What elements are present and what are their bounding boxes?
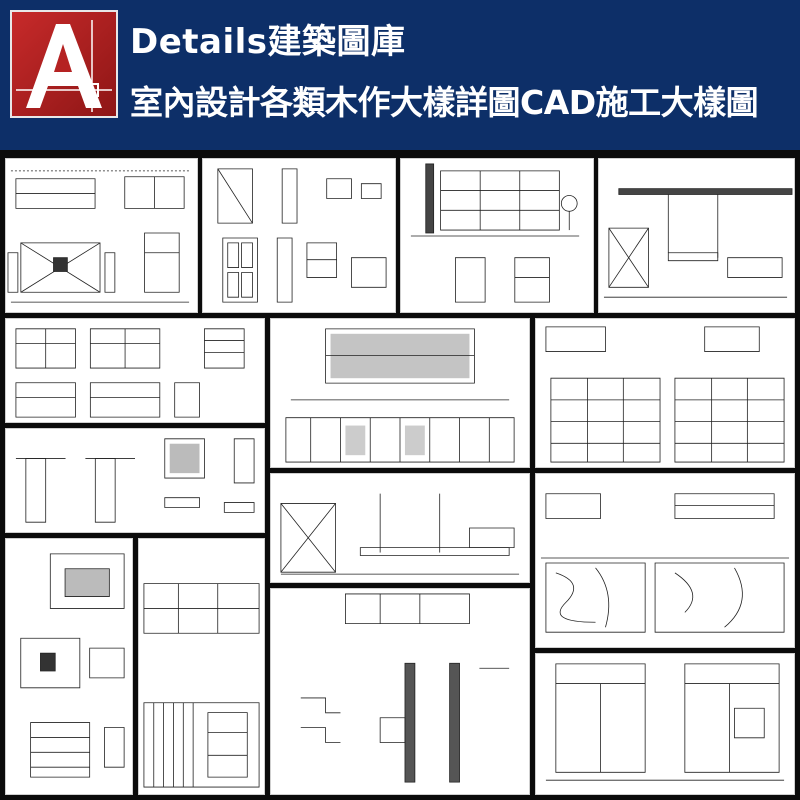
drawing-panel-ceiling-section (598, 158, 795, 313)
page-subtitle: 室內設計各類木作大樣詳圖CAD施工大樣圖 (130, 83, 759, 122)
header-banner: Details建築圖庫 室內設計各類木作大樣詳圖CAD施工大樣圖 (0, 0, 800, 150)
drawing-panel-shelving-elevations (5, 318, 265, 423)
drawing-panel-vanity-section (270, 588, 530, 795)
drawing-panel-bookcase-elevation (535, 318, 795, 468)
drawing-panel-tv-wall (5, 538, 133, 795)
drawing-panel-ceiling-detail (270, 473, 530, 583)
brand-title: Details建築圖庫 (130, 22, 406, 62)
drawing-panel-tall-cabinet (535, 653, 795, 795)
drawing-panel-door-details (202, 158, 396, 313)
drawing-panel-wardrobe-elevation (270, 318, 530, 468)
drawing-panel-cabinet-elevation (138, 538, 265, 795)
drawing-panel-reception-desk (5, 158, 198, 313)
drawing-panel-column-sections (5, 428, 265, 533)
drawing-panel-reception-counter (535, 473, 795, 648)
drawing-panel-display-cabinet (400, 158, 594, 313)
cad-app-logo-icon (10, 10, 118, 118)
